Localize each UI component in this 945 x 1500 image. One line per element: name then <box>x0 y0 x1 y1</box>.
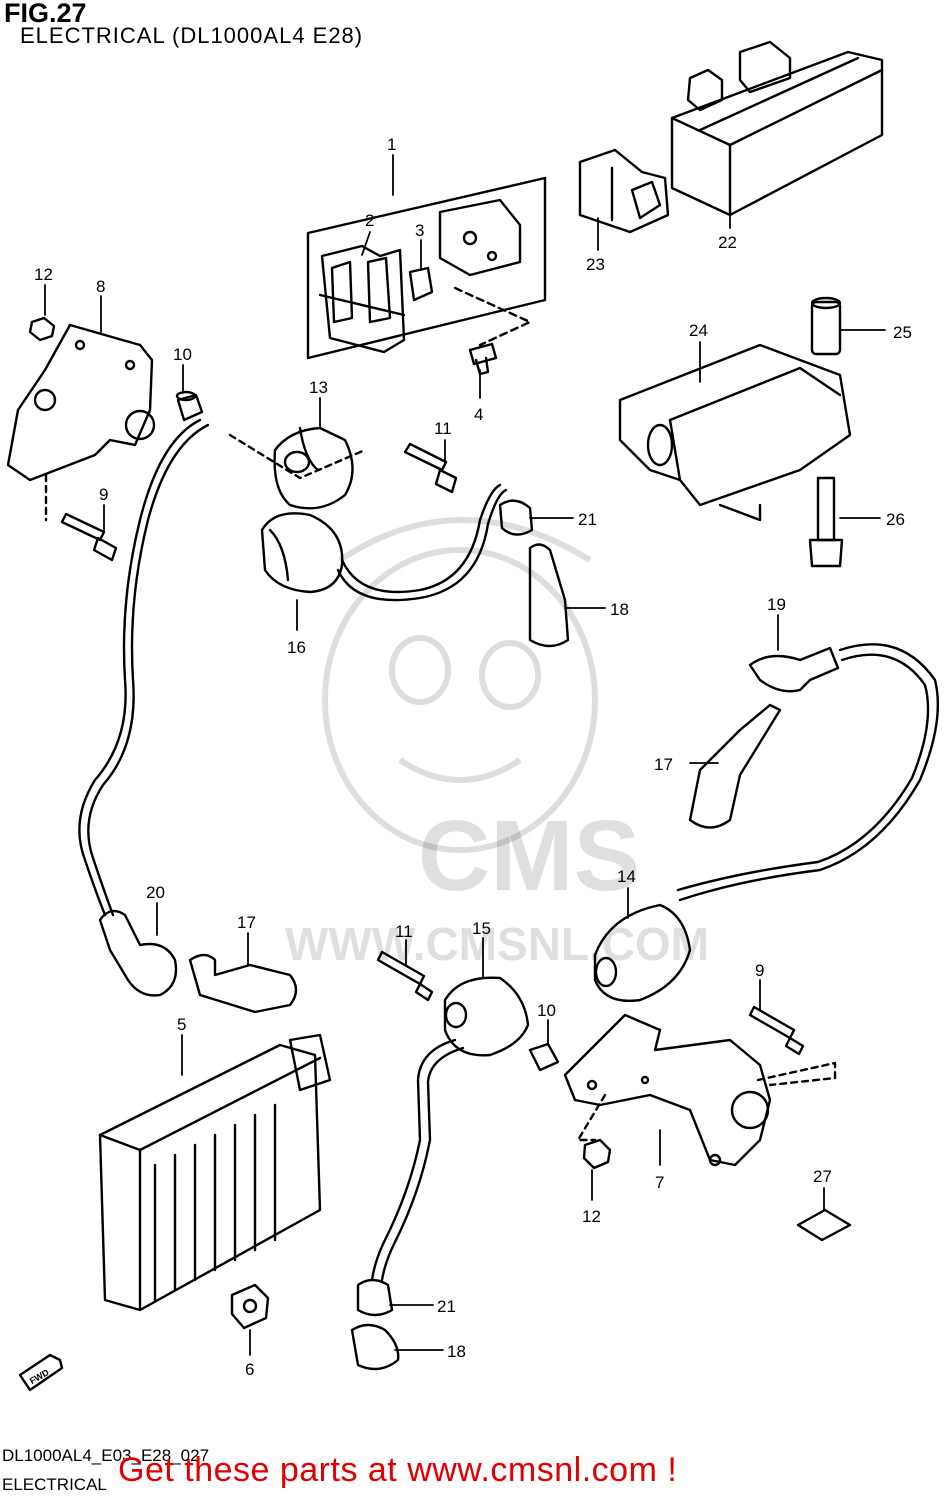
callout-8: 8 <box>96 277 105 296</box>
callout-11-bottom: 11 <box>395 922 413 941</box>
callout-20: 20 <box>146 883 165 902</box>
bracket-7 <box>563 1013 837 1167</box>
pad-27 <box>796 1208 852 1242</box>
callout-19: 19 <box>767 595 786 614</box>
watermark-cms: CMS <box>418 800 640 912</box>
bolt-11-top <box>403 442 458 494</box>
plug-cap-17-bottom <box>188 953 298 1014</box>
cap-20 <box>98 909 178 997</box>
callout-9-top: 9 <box>99 485 108 504</box>
plug-cap-17-top <box>688 703 782 829</box>
callout-12-top: 12 <box>34 265 53 284</box>
callout-17-top: 17 <box>654 755 673 774</box>
callout-numbers: 1 2 3 4 22 23 24 25 26 12 8 10 9 13 11 1… <box>34 135 912 1379</box>
rectifier-5 <box>98 1033 332 1312</box>
callout-12-bottom: 12 <box>582 1207 601 1226</box>
callout-18-top: 18 <box>610 600 629 619</box>
callout-15: 15 <box>472 919 491 938</box>
callout-9-bottom: 9 <box>755 961 764 980</box>
callout-2: 2 <box>365 211 374 230</box>
callout-26: 26 <box>886 510 905 529</box>
bolt-11-bottom <box>376 950 434 1002</box>
spacer-10-top <box>175 390 204 422</box>
bracket-8 <box>6 323 156 522</box>
cap-19 <box>676 643 940 902</box>
callout-16: 16 <box>287 638 306 657</box>
spacer-25 <box>810 296 842 356</box>
callout-11-top: 11 <box>434 419 452 438</box>
callout-7: 7 <box>655 1173 664 1192</box>
fwd-arrow-icon <box>18 1353 64 1392</box>
watermark <box>322 517 598 853</box>
bolt-26 <box>808 476 844 568</box>
cap-21-top <box>498 499 534 536</box>
callout-23: 23 <box>586 255 605 274</box>
plug-cap-18-bottom <box>350 1323 400 1371</box>
callout-10-top: 10 <box>173 345 192 364</box>
callout-1: 1 <box>387 135 396 154</box>
callout-leaders <box>44 154 886 1356</box>
coil-15 <box>370 976 530 1282</box>
callout-13: 13 <box>309 378 328 397</box>
cap-21-bottom <box>356 1278 394 1317</box>
spacer-10-bottom <box>528 1042 560 1072</box>
callout-17-bottom: 17 <box>237 913 256 932</box>
coil-13 <box>228 426 367 510</box>
plug-cap-18-top <box>528 543 570 648</box>
coil-16 <box>260 483 508 602</box>
callout-6: 6 <box>245 1360 254 1379</box>
nut-12-top <box>28 316 56 342</box>
callout-25: 25 <box>893 323 912 342</box>
watermark-url: WWW.CMSNL.COM <box>285 918 709 970</box>
nut-12-bottom <box>582 1138 612 1170</box>
callout-24: 24 <box>689 321 708 340</box>
callout-4: 4 <box>474 405 483 424</box>
callout-10-bottom: 10 <box>537 1001 556 1020</box>
callout-21-bottom: 21 <box>437 1297 456 1316</box>
section-label: ELECTRICAL <box>2 1475 107 1494</box>
nut-6 <box>230 1283 270 1330</box>
drawing-code: DL1000AL4_E03_E28_027 <box>2 1446 210 1465</box>
callout-3: 3 <box>415 221 424 240</box>
callout-22: 22 <box>718 233 737 252</box>
module-24 <box>618 343 852 522</box>
bolt-9-top <box>60 512 118 562</box>
callout-5: 5 <box>177 1015 186 1034</box>
screw-4 <box>468 342 498 376</box>
figure-number: FIG.27 <box>4 0 87 28</box>
bolt-9-bottom <box>748 1005 805 1056</box>
footer-cta-link[interactable]: Get these parts at www.cmsnl.com ! <box>118 1451 678 1489</box>
figure-title: ELECTRICAL (DL1000AL4 E28) <box>20 23 364 48</box>
callout-21-top: 21 <box>578 510 597 529</box>
relay-assembly-box <box>306 176 547 360</box>
connector-23 <box>578 148 670 234</box>
callout-18-bottom: 18 <box>447 1342 466 1361</box>
ecu-22 <box>670 40 884 217</box>
callout-14: 14 <box>617 867 636 886</box>
callout-27: 27 <box>813 1167 832 1186</box>
lead-wire-left <box>78 418 202 917</box>
